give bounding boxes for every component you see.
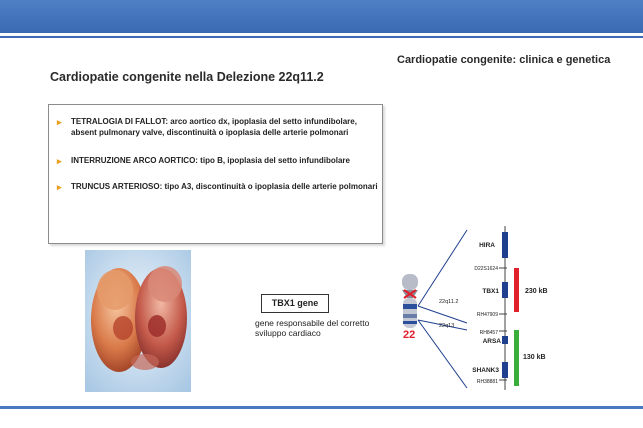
band-label-22q13: 22q13 (439, 323, 454, 329)
size-label-230kb: 230 kB (525, 288, 548, 295)
embryo-illustration (85, 250, 191, 392)
header-bar (0, 0, 643, 33)
gene-label-arsa: ARSA (483, 338, 502, 345)
bullet-item-truncus: TRUNCUS ARTERIOSO: tipo A3, discontinuit… (57, 182, 381, 193)
band-label-22q11: 22q11.2 (439, 299, 458, 305)
slide-title: Cardiopatie congenite nella Delezione 22… (50, 70, 324, 84)
size-label-130kb: 130 kB (523, 354, 546, 361)
bullet-item-tetralogia: TETRALOGIA DI FALLOT: arco aortico dx, i… (57, 117, 381, 138)
marker-label-rh38881: RH38881 (477, 379, 498, 385)
marker-label-d22s1624: D22S1624 (474, 266, 498, 272)
gene-label-box: TBX1 gene (261, 294, 329, 313)
gene-label-shank3: SHANK3 (472, 367, 499, 374)
footer-divider (0, 406, 643, 409)
chromosome-diagram: 22 22q11.2 22q13 HIRA TBX1 ARSA SHANK3 D… (402, 226, 548, 390)
chromosome-22-icon (402, 274, 418, 328)
embryo-photo (85, 250, 191, 392)
gene-description: gene responsabile del corretto sviluppo … (255, 318, 370, 338)
gene-block-tbx1 (502, 282, 508, 298)
gene-block-hira (502, 232, 508, 258)
chromosome-number: 22 (403, 329, 415, 341)
marker-label-rh8457: RH8457 (480, 330, 499, 336)
header-divider (0, 36, 643, 38)
region-bar-130kb (514, 330, 519, 386)
marker-label-rh47909: RH47909 (477, 312, 498, 318)
gene-label-tbx1: TBX1 (482, 288, 499, 295)
gene-block-arsa (502, 336, 508, 344)
slide-subtitle: Cardiopatie congenite: clinica e genetic… (397, 54, 611, 66)
bullet-item-interruzione: INTERRUZIONE ARCO AORTICO: tipo B, ipopl… (57, 156, 381, 167)
gene-label-hira: HIRA (479, 242, 495, 249)
gene-block-shank3 (502, 362, 508, 378)
bullet-box: TETRALOGIA DI FALLOT: arco aortico dx, i… (48, 104, 383, 244)
region-bar-230kb (514, 268, 519, 312)
